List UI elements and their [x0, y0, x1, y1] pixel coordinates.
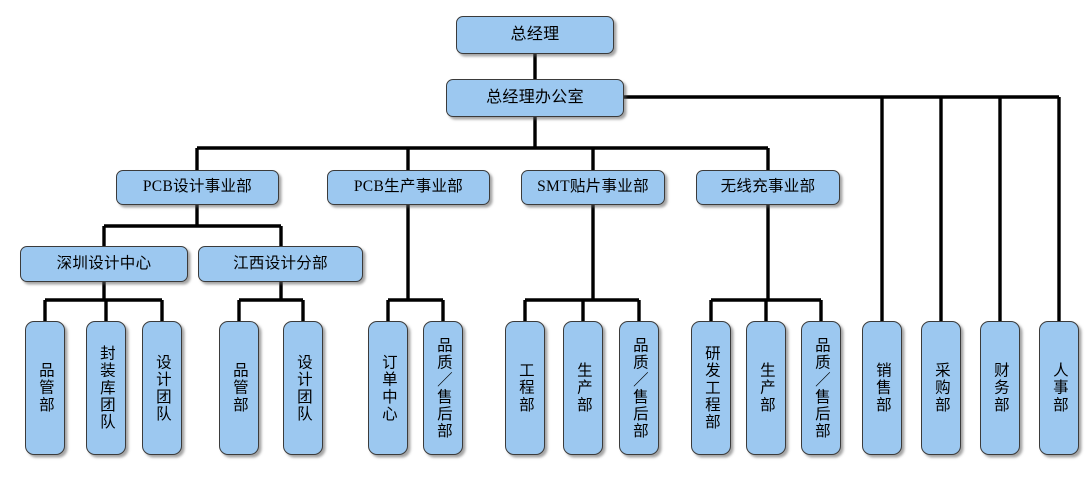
node-jiangxi-design-branch[interactable]: 江西设计分部 [198, 246, 363, 282]
node-label: 总经理办公室 [486, 88, 584, 106]
node-finance-dept[interactable]: 财务部 [980, 321, 1020, 455]
node-smt-production-dept[interactable]: 生产部 [563, 321, 603, 455]
node-label: 无线充事业部 [720, 178, 816, 196]
node-purchasing-dept[interactable]: 采购部 [921, 321, 961, 455]
node-shenzhen-design-center[interactable]: 深圳设计中心 [20, 246, 188, 282]
node-jiangxi-design-team[interactable]: 设计团队 [283, 321, 323, 455]
node-gm-office[interactable]: 总经理办公室 [446, 79, 624, 117]
node-order-center[interactable]: 订单中心 [368, 321, 408, 455]
node-label: 设计团队 [153, 353, 171, 423]
node-shenzhen-quality-dept[interactable]: 品管部 [25, 321, 65, 455]
node-pcb-design-division[interactable]: PCB设计事业部 [116, 170, 279, 205]
node-label: 生产部 [574, 362, 592, 414]
node-label: 生产部 [757, 362, 775, 414]
node-label: 工程部 [516, 362, 534, 414]
node-hr-dept[interactable]: 人事部 [1039, 321, 1079, 455]
node-wireless-quality-aftersales-dept[interactable]: 品质／售后部 [801, 321, 841, 455]
node-label: 订单中心 [379, 353, 397, 423]
node-smt-division[interactable]: SMT贴片事业部 [521, 170, 665, 205]
node-jiangxi-quality-dept[interactable]: 品管部 [219, 321, 259, 455]
node-label: SMT贴片事业部 [537, 178, 649, 196]
node-label: 品质／售后部 [434, 336, 452, 440]
node-wireless-production-dept[interactable]: 生产部 [746, 321, 786, 455]
node-general-manager[interactable]: 总经理 [456, 16, 614, 54]
node-label: PCB设计事业部 [142, 178, 253, 196]
node-label: 品质／售后部 [812, 336, 830, 440]
node-shenzhen-design-team[interactable]: 设计团队 [142, 321, 182, 455]
node-label: 采购部 [932, 362, 950, 414]
node-smt-quality-aftersales-dept[interactable]: 品质／售后部 [619, 321, 659, 455]
node-wireless-charging-division[interactable]: 无线充事业部 [696, 170, 840, 205]
node-label: 品质／售后部 [630, 336, 648, 440]
node-label: 人事部 [1050, 362, 1068, 414]
node-label: 研发工程部 [702, 345, 720, 431]
node-label: 封装库团队 [97, 345, 115, 431]
node-sales-dept[interactable]: 销售部 [862, 321, 902, 455]
node-smt-engineering-dept[interactable]: 工程部 [505, 321, 545, 455]
node-label: 财务部 [991, 362, 1009, 414]
node-shenzhen-footprint-library-team[interactable]: 封装库团队 [86, 321, 126, 455]
node-label: 总经理 [510, 25, 560, 43]
node-label: PCB生产事业部 [353, 178, 464, 196]
node-label: 设计团队 [294, 353, 312, 423]
node-label: 品管部 [230, 362, 248, 414]
node-pcb-production-quality-aftersales-dept[interactable]: 品质／售后部 [423, 321, 463, 455]
node-label: 品管部 [36, 362, 54, 414]
node-wireless-rd-engineering-dept[interactable]: 研发工程部 [691, 321, 731, 455]
node-pcb-production-division[interactable]: PCB生产事业部 [327, 170, 490, 205]
node-label: 销售部 [873, 362, 891, 414]
node-label: 深圳设计中心 [56, 254, 152, 272]
node-label: 江西设计分部 [233, 254, 328, 272]
